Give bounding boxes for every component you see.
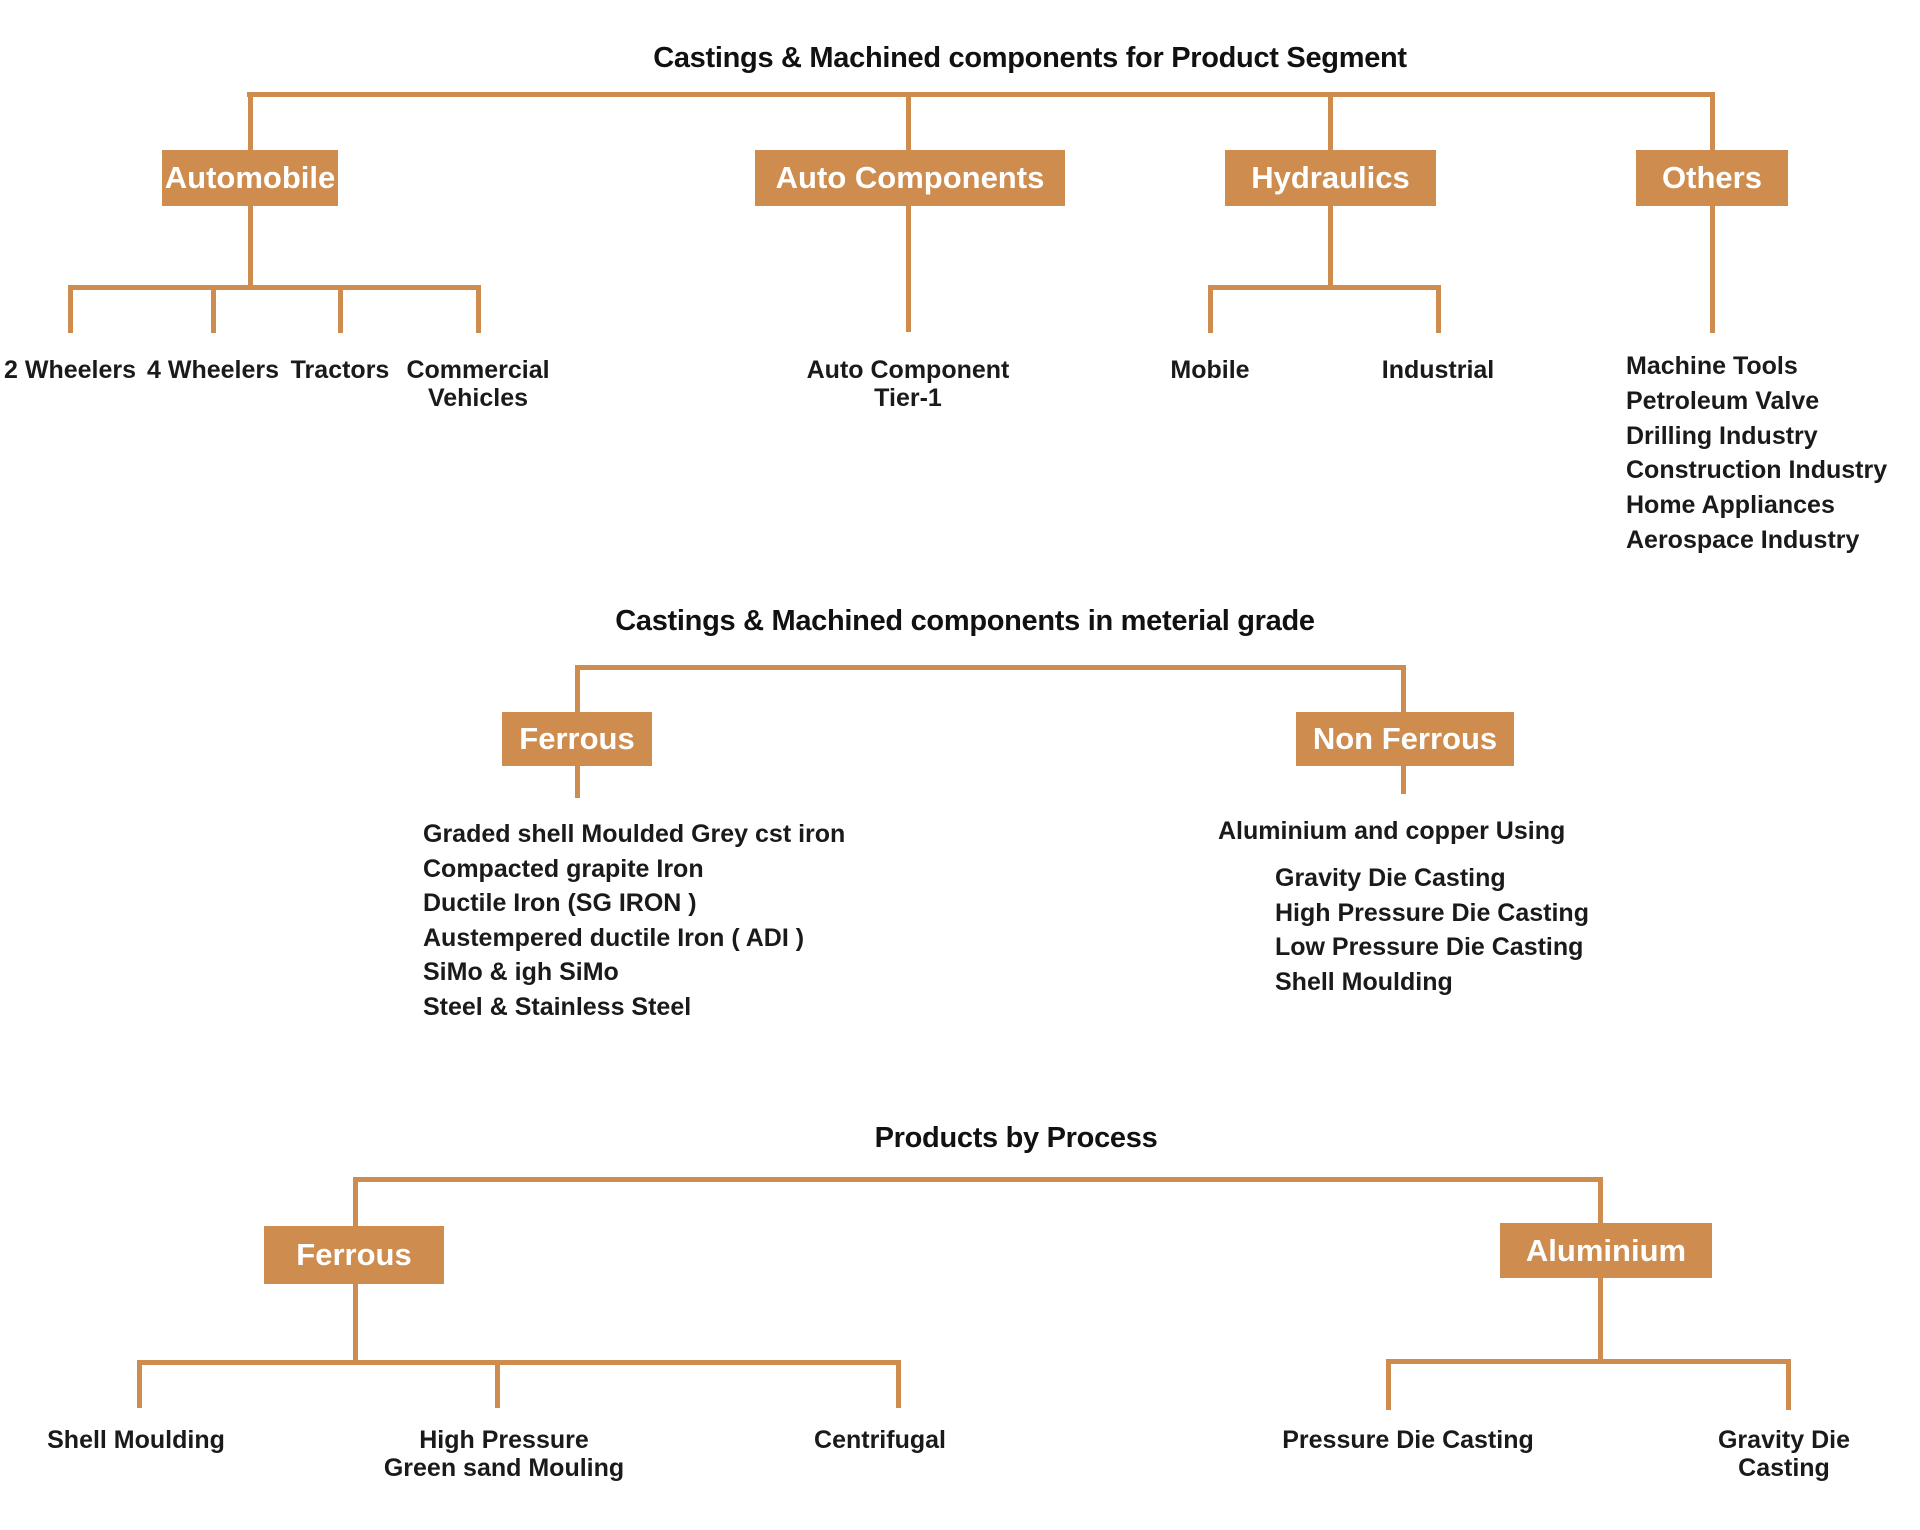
hydraulics-stub-industrial [1436,285,1441,333]
list-item: Compacted grapite Iron [423,854,704,883]
leaf-high-pressure-green-sand: High Pressure Green sand Mouling [383,1426,625,1482]
hydraulics-stem-line [1328,206,1333,285]
list-item: Drilling Industry [1626,421,1818,450]
list-item: Low Pressure Die Casting [1275,933,1584,961]
node-automobile: Automobile [162,150,338,206]
node-ferrous-process: Ferrous [264,1226,444,1284]
node-others: Others [1636,150,1788,206]
others-industry-list: Machine Tools Petroleum Valve Drilling I… [1626,349,1887,558]
section1-title: Castings & Machined components for Produ… [653,42,1407,74]
section1-top-connector-line [247,92,1715,97]
non-ferrous-process-list: Gravity Die Casting High Pressure Die Ca… [1275,861,1589,999]
leaf-gravity-die-casting: Gravity Die Casting [1717,1426,1850,1482]
section2-top-connector-line [575,665,1406,670]
section3-title: Products by Process [874,1122,1158,1154]
leaf-tractors: Tractors [290,356,390,384]
node-aluminium-process: Aluminium [1500,1223,1712,1278]
section1-drop-automobile [248,92,253,150]
automobile-stub-tractors [338,285,343,333]
ferrous-stub-high-pressure [495,1360,500,1408]
leaf-commercial-vehicles: Commercial Vehicles [406,356,550,412]
leaf-mobile: Mobile [1170,356,1250,384]
leaf-shell-moulding: Shell Moulding [47,1426,225,1454]
node-non-ferrous-grade: Non Ferrous [1296,712,1514,766]
list-item: Austempered ductile Iron ( ADI ) [423,923,805,952]
leaf-4-wheelers: 4 Wheelers [146,356,280,384]
leaf-auto-component-tier1: Auto Component Tier-1 [806,356,1010,412]
ferrous-grade-list: Graded shell Moulded Grey cst iron Compa… [423,817,845,1024]
list-item: Ductile Iron (SG IRON ) [423,889,697,917]
section1-drop-others [1710,92,1715,150]
ferrous-stub-shell-moulding [137,1360,142,1408]
ferrous-process-connector-line [137,1360,901,1365]
others-stem-line [1710,206,1715,333]
section2-drop-ferrous [575,665,580,712]
list-item: Steel & Stainless Steel [423,992,692,1021]
node-ferrous-grade: Ferrous [502,712,652,766]
list-item: Machine Tools [1626,352,1798,380]
list-item: Shell Moulding [1275,967,1453,996]
section3-drop-aluminium [1598,1177,1603,1223]
automobile-children-connector-line [68,285,481,290]
hydraulics-children-connector-line [1208,285,1441,290]
leaf-centrifugal: Centrifugal [814,1426,946,1454]
automobile-stem-line [248,206,253,285]
aluminium-process-connector-line [1386,1359,1791,1364]
section1-drop-hydraulics [1328,92,1333,150]
automobile-stub-4wheelers [211,285,216,333]
aluminium-stub-pressure-die [1386,1359,1391,1410]
non-ferrous-grade-stem-line [1401,766,1406,794]
hydraulics-stub-mobile [1208,285,1213,333]
section3-top-connector-line [353,1177,1603,1182]
list-item: Aerospace Industry [1626,525,1860,554]
ferrous-process-stem-line [353,1284,358,1360]
auto-components-stem-line [906,206,911,332]
non-ferrous-heading: Aluminium and copper Using [1218,817,1566,845]
list-item: Construction Industry [1626,456,1888,485]
list-item: Petroleum Valve [1626,386,1820,415]
section2-title: Castings & Machined components in meteri… [615,605,1315,637]
leaf-pressure-die-casting: Pressure Die Casting [1282,1426,1534,1454]
section3-drop-ferrous [353,1177,358,1226]
list-item: SiMo & igh SiMo [423,958,619,986]
aluminium-process-stem-line [1598,1278,1603,1359]
node-hydraulics: Hydraulics [1225,150,1436,206]
ferrous-stub-centrifugal [896,1360,901,1408]
section1-drop-auto-components [906,92,911,150]
leaf-industrial: Industrial [1381,356,1495,384]
ferrous-grade-stem-line [575,766,580,798]
section2-drop-non-ferrous [1401,665,1406,712]
node-auto-components: Auto Components [755,150,1065,206]
aluminium-stub-gravity-die [1786,1359,1791,1410]
automobile-stub-commercial [476,285,481,333]
list-item: Home Appliances [1626,491,1835,520]
list-item: Gravity Die Casting [1275,864,1506,892]
leaf-2-wheelers: 2 Wheelers [3,356,137,384]
list-item: Graded shell Moulded Grey cst iron [423,820,846,848]
automobile-stub-2wheelers [68,285,73,333]
list-item: High Pressure Die Casting [1275,898,1589,927]
